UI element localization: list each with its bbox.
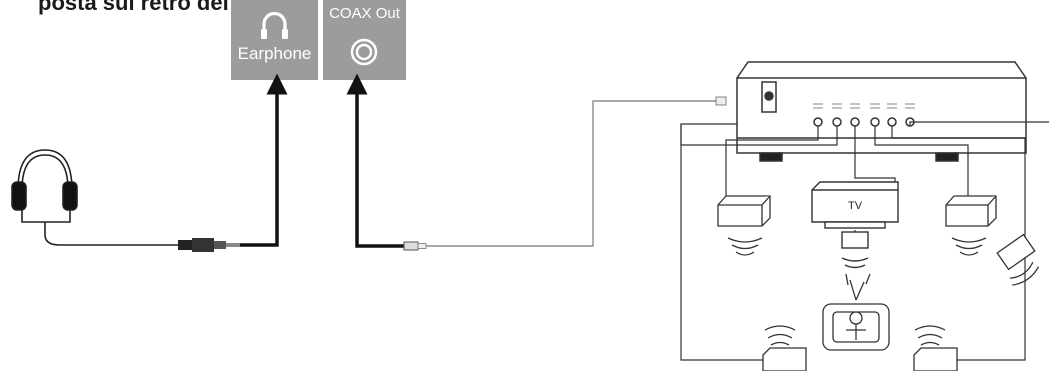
coax-thin-line — [426, 101, 722, 246]
rear-right-speaker-drawing — [914, 326, 957, 371]
coax-plug-drawing — [404, 242, 426, 250]
earphone-cable — [240, 84, 277, 245]
earphone-plug-drawing — [178, 238, 240, 252]
headphones-drawing — [12, 150, 178, 245]
coax-cable — [357, 84, 404, 246]
front-left-speaker-drawing — [718, 196, 770, 255]
rear-left-speaker-drawing — [763, 326, 806, 371]
front-right-speaker-drawing — [946, 196, 996, 255]
av-receiver-drawing — [737, 62, 1026, 161]
subwoofer-drawing — [992, 235, 1045, 289]
listener-drawing — [823, 274, 889, 350]
tv-drawing — [812, 182, 898, 268]
tv-label: TV — [848, 200, 863, 212]
